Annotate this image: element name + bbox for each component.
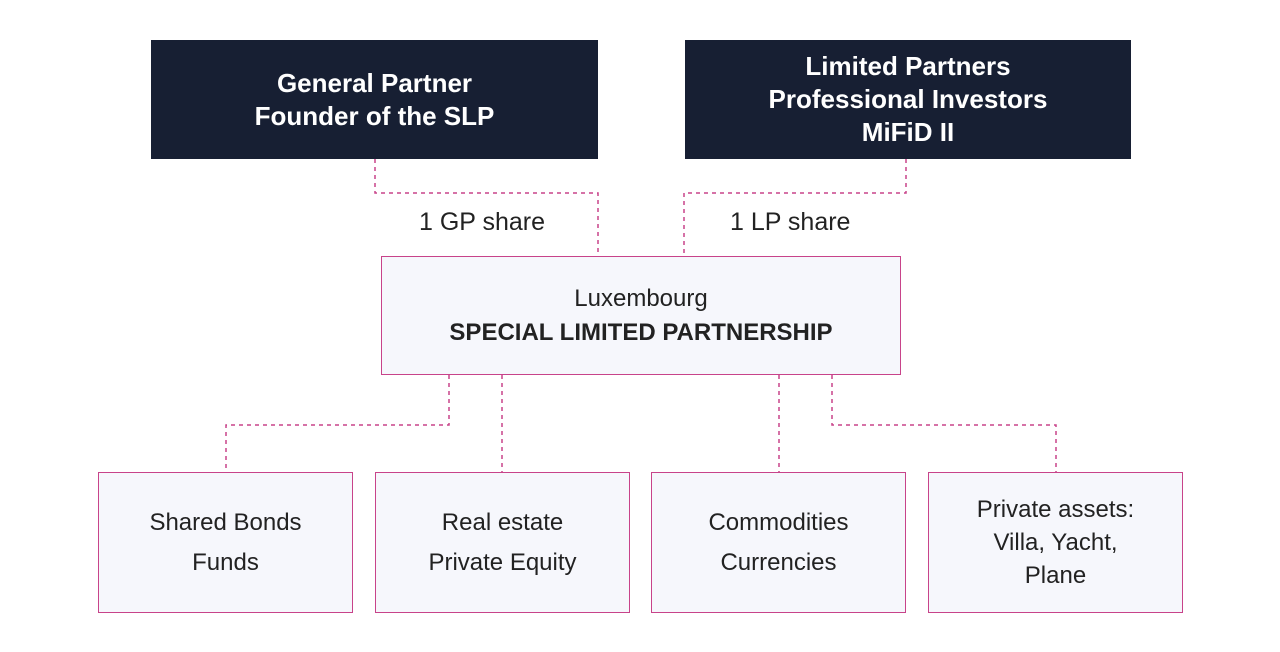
- asset-line: Private Equity: [428, 548, 577, 576]
- private-assets-connector: [831, 375, 1057, 472]
- lp-share-label: 1 LP share: [730, 208, 851, 236]
- slp-title: SPECIAL LIMITED PARTNERSHIP: [449, 318, 833, 346]
- asset-line: Funds: [192, 548, 259, 576]
- lp-title: Limited Partners: [805, 51, 1011, 81]
- slp-country: Luxembourg: [574, 284, 708, 312]
- lp-connector: [683, 159, 907, 256]
- gp-share-label: 1 GP share: [419, 208, 546, 236]
- gp-subtitle: Founder of the SLP: [254, 100, 495, 131]
- asset-box-real-estate: Real estate Private Equity: [375, 472, 630, 613]
- slp-box: Luxembourg SPECIAL LIMITED PARTNERSHIP: [381, 256, 901, 375]
- gp-connector: [374, 159, 599, 256]
- asset-line: Plane: [1024, 562, 1087, 589]
- asset-line: Shared Bonds: [149, 508, 302, 536]
- lp-subtitle: Professional Investors: [768, 84, 1048, 114]
- asset-line: Commodities: [708, 508, 849, 536]
- asset-box-private-assets: Private assets: Villa, Yacht, Plane: [928, 472, 1183, 613]
- asset-line: Private assets:: [976, 496, 1135, 523]
- limited-partners-box: Limited Partners Professional Investors …: [685, 40, 1131, 159]
- asset-box-commodities: Commodities Currencies: [651, 472, 906, 613]
- bonds-connector: [225, 375, 450, 472]
- asset-line: Villa, Yacht,: [993, 529, 1118, 556]
- gp-title: General Partner: [276, 67, 473, 98]
- lp-regulation: MiFiD II: [861, 117, 955, 147]
- asset-line: Real estate: [441, 508, 564, 536]
- general-partner-box: General Partner Founder of the SLP: [151, 40, 598, 159]
- asset-box-bonds: Shared Bonds Funds: [98, 472, 353, 613]
- asset-line: Currencies: [720, 548, 837, 576]
